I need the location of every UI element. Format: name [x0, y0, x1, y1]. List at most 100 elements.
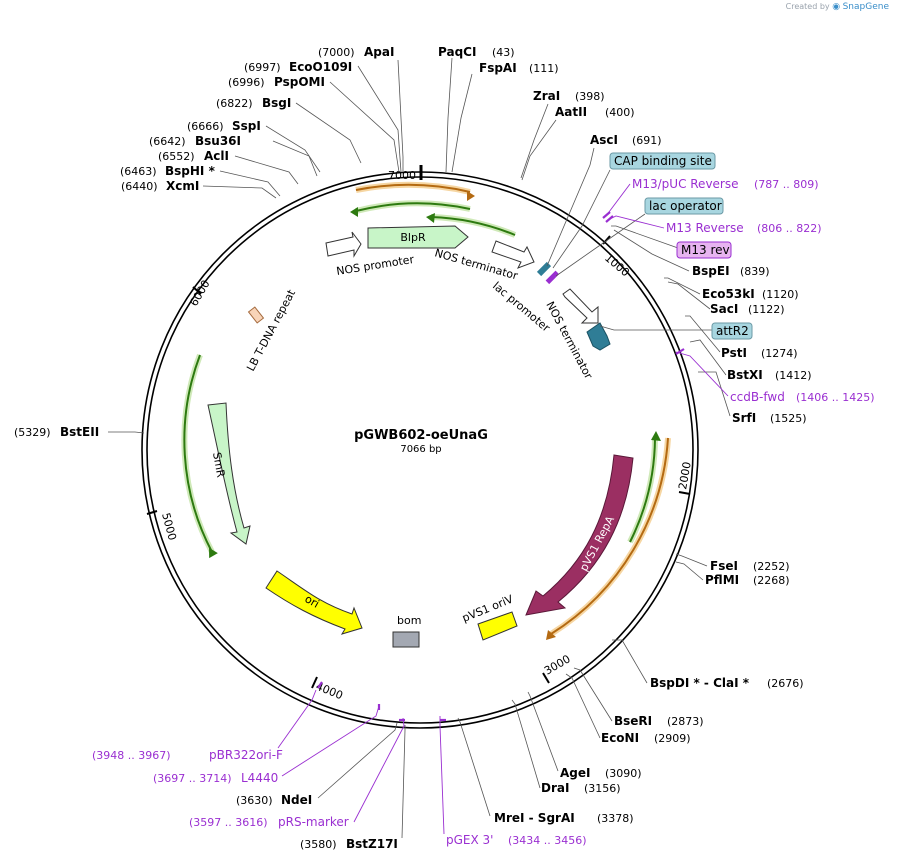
feature-lb-tdna-label: LB T-DNA repeat: [244, 287, 298, 374]
primer-range-prs: (3597 .. 3616): [189, 816, 268, 829]
label-cap: CAP binding site: [614, 154, 712, 168]
primer-range-pgex: (3434 .. 3456): [508, 834, 587, 847]
site-pos-sspi: (6666): [187, 120, 224, 133]
site-name-bsu36i: Bsu36I: [195, 134, 241, 148]
site-pos-fsei: (2252): [753, 560, 790, 573]
feature-pvs1-repa-arrow: [525, 454, 634, 616]
tick-label-7000: 7000: [388, 169, 416, 182]
leader-bspei: [613, 229, 690, 272]
label-box-lacop: [644, 197, 724, 215]
orf-arc-top-green: [355, 202, 471, 212]
plasmid-name: pGWB602-oeUnaG: [354, 428, 488, 443]
leader-claI: [612, 639, 648, 684]
site-leader-lines: [108, 57, 731, 839]
site-pos-bspei: (839): [740, 265, 770, 278]
site-pos-zrai: (398): [575, 90, 605, 103]
site-name-ecoo109i: EcoO109I: [289, 60, 352, 74]
site-name-drai: DraI: [541, 781, 569, 795]
orf-arc-right-orange: [550, 437, 669, 635]
site-pos-bstz17i: (3580): [300, 838, 337, 851]
site-pos-bsteii: (5329): [14, 426, 51, 439]
leader-pspomi: [329, 81, 400, 173]
primer-name-pbr322: pBR322ori-F: [209, 748, 283, 762]
primer-name-m13puc: M13/pUC Reverse: [632, 177, 739, 191]
site-name-srfi: SrfI: [732, 411, 756, 425]
leader-bstz17i: [401, 725, 406, 839]
feature-m13-box: [545, 270, 560, 285]
feature-lb-tdna-box: [247, 306, 265, 324]
site-name-clai: BspDI * - ClaI *: [650, 676, 750, 690]
leader-asci: [546, 147, 595, 267]
leader-fspai: [451, 73, 473, 173]
site-pos-paqci: (43): [492, 46, 515, 59]
feature-pvs1-oriv-box: [477, 611, 518, 641]
tick-mark-3000: [542, 672, 550, 684]
leader-paqci: [445, 57, 453, 173]
site-pos-clai: (2676): [767, 677, 804, 690]
site-pos-bsgi: (6822): [216, 97, 253, 110]
site-pos-bseri: (2873): [667, 715, 704, 728]
orf-arc-mid-green: [430, 216, 516, 236]
primer-mark-m13reverse: [605, 215, 614, 223]
site-name-pflmi: PflMI: [705, 573, 739, 587]
site-name-paqci: PaqCI: [438, 45, 476, 59]
site-name-zrai: ZraI: [533, 89, 560, 103]
orf-arc-left-green: [183, 354, 213, 553]
site-pos-bsphi: (6463): [120, 165, 157, 178]
orf-arc-top-green-head: [350, 207, 358, 217]
primer-name-pgex: pGEX 3': [446, 833, 493, 847]
site-name-xcmi: XcmI: [166, 179, 199, 193]
leader-aatii: [521, 119, 557, 181]
orf-arc-mid-green-head: [426, 213, 435, 223]
site-pos-pspomi: (6996): [228, 76, 265, 89]
leader-acli: [234, 155, 299, 185]
site-pos-ecoo109i: (6997): [244, 61, 281, 74]
site-pos-srfi: (1525): [770, 412, 807, 425]
tick-mark-4000: [311, 676, 318, 689]
site-pos-bsu36i: (6642): [149, 135, 186, 148]
site-name-pspomi: PspOMI: [274, 75, 325, 89]
site-name-aatii: AatII: [555, 105, 587, 119]
feature-lac-promoter-label: lac promoter: [490, 279, 553, 335]
leader-pbr322: [277, 689, 317, 749]
primer-mark-m13puc: [602, 211, 611, 219]
tick-label-3000: 3000: [542, 652, 573, 677]
leader-pflmi: [675, 561, 704, 581]
tick-label-2000: 2000: [676, 461, 694, 491]
feature-blpr-arrow: [367, 225, 469, 249]
site-name-bstxi: BstXI: [727, 368, 763, 382]
site-name-eco53ki: Eco53kI: [702, 287, 755, 301]
leader-psti: [685, 315, 721, 353]
leader-drai: [511, 699, 541, 789]
leader-bsphi: [219, 170, 281, 197]
orf-arc-right-orange-head: [546, 630, 556, 640]
site-pos-saci: (1122): [748, 303, 785, 316]
leader-xcmi: [202, 185, 277, 199]
leader-saci: [667, 281, 711, 310]
primer-range-ccdb: (1406 .. 1425): [796, 391, 875, 404]
site-name-acli: AclI: [204, 149, 229, 163]
site-name-ndei: NdeI: [281, 793, 312, 807]
site-pos-agei: (3090): [605, 767, 642, 780]
orf-arc-right-green: [629, 437, 656, 543]
leader-cap: [552, 169, 611, 269]
tick-mark-6000: [192, 286, 202, 295]
feature-nos-terminator-right-arrow: [562, 288, 599, 324]
leader-sspi: [265, 125, 321, 173]
primer-range-pbr322: (3948 .. 3967): [92, 749, 171, 762]
site-pos-drai: (3156): [584, 782, 621, 795]
snapgene-logo-icon: ◉: [832, 2, 841, 12]
primer-name-m13reverse: M13 Reverse: [666, 221, 744, 235]
label-box-m13rev: [676, 241, 732, 259]
site-name-psti: PstI: [721, 346, 747, 360]
plasmid-length: 7066 bp: [400, 444, 441, 455]
site-pos-eco53ki: (1120): [762, 288, 799, 301]
feature-nos-promoter-arrow: [325, 231, 362, 258]
created-by-text: Created by: [785, 2, 830, 11]
label-box-attr2: [711, 322, 753, 340]
snapgene-name: SnapGene: [842, 2, 889, 12]
orf-arc-top-orange: [355, 183, 471, 193]
feature-smr-label: SmR: [210, 451, 227, 479]
leader-econi: [565, 673, 601, 739]
